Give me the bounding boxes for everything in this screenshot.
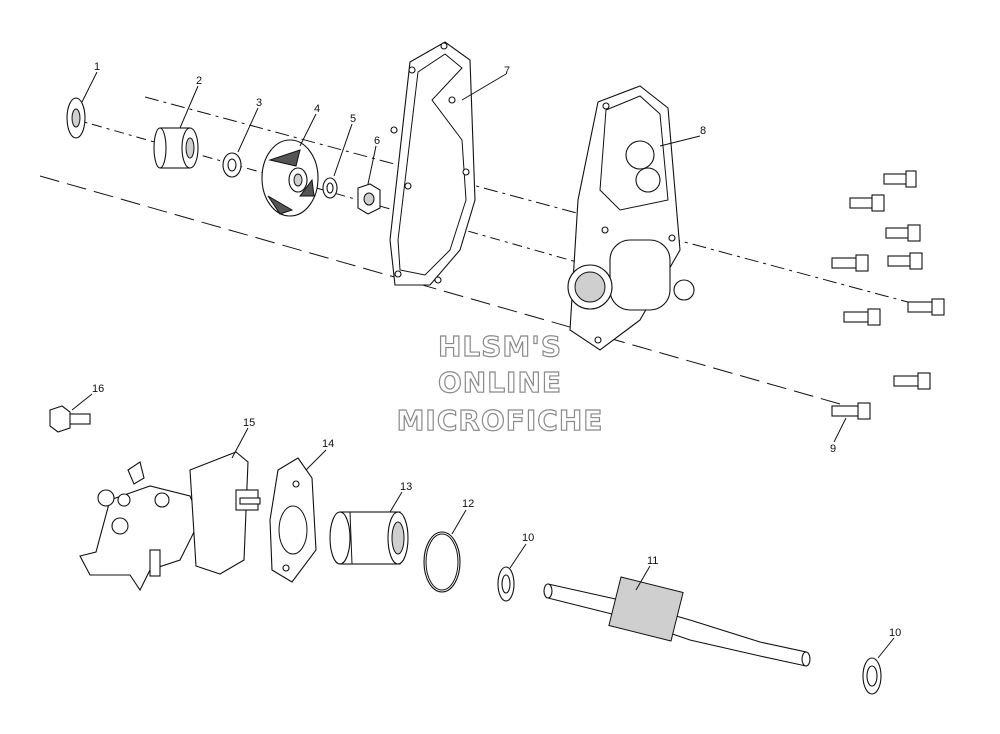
bolt-part-16: [49, 405, 91, 433]
callout-6: 6: [374, 135, 380, 147]
sleeve-part-13: [329, 511, 409, 565]
o-ring-part-12: [423, 531, 461, 593]
washer-part-10-right: [862, 657, 882, 695]
nut-part-6: [357, 183, 381, 215]
callout-3: 3: [256, 97, 262, 109]
washer-part-10-left: [497, 566, 515, 602]
seal-part-1: [66, 97, 86, 139]
pump-cover-part-8: [567, 85, 695, 351]
bearing-part-2: [153, 127, 199, 169]
watermark: HLSM'S ONLINE MICROFICHE: [396, 329, 604, 437]
washer-part-3: [222, 152, 242, 178]
callout-16: 16: [92, 383, 104, 395]
callout-15: 15: [243, 417, 255, 429]
watermark-line-1: HLSM'S: [438, 330, 562, 363]
callout-2: 2: [196, 75, 202, 87]
gasket-part-14: [269, 457, 317, 583]
impeller-part-4: [261, 139, 319, 217]
callout-11: 11: [647, 555, 658, 567]
bolt-set-part-9: [831, 170, 945, 420]
callout-14: 14: [322, 438, 334, 450]
washer-part-5: [322, 177, 338, 199]
callout-10-left: 10: [522, 532, 534, 544]
callout-1: 1: [94, 61, 100, 73]
leader-lines: [71, 71, 895, 659]
callout-5: 5: [350, 113, 356, 125]
watermark-line-3: MICROFICHE: [397, 404, 604, 437]
callout-9: 9: [830, 443, 836, 455]
pump-housing-part-15: [79, 451, 261, 592]
callout-13: 13: [400, 481, 412, 493]
shaft-part-11: [543, 576, 811, 667]
callout-7: 7: [504, 65, 510, 77]
watermark-line-2: ONLINE: [438, 366, 562, 399]
callout-10-right: 10: [889, 627, 901, 639]
callout-12: 12: [462, 498, 474, 510]
callout-8: 8: [700, 125, 706, 137]
callout-4: 4: [314, 103, 320, 115]
gasket-part-7: [389, 41, 476, 286]
callout-labels: 1 2 3 4 5 6 7 8 9 10 11 12 13 14 15 16 1…: [92, 61, 901, 639]
